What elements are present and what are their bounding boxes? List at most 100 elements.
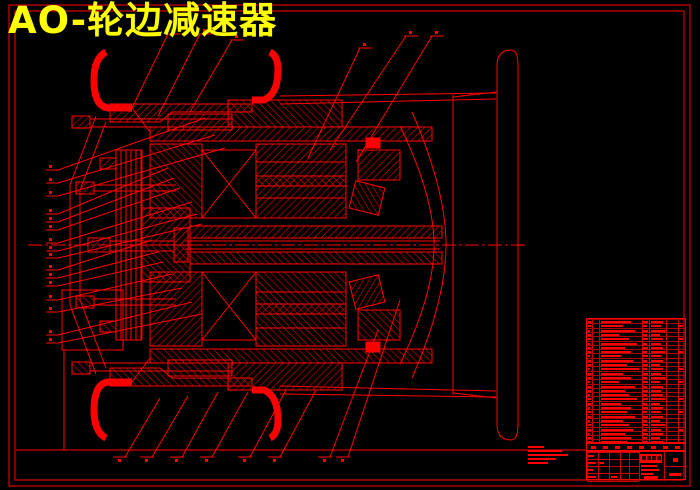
balloon-number <box>49 209 52 212</box>
balloon-number <box>49 253 52 256</box>
grid-line <box>664 466 687 467</box>
bom-row[interactable] <box>587 392 685 397</box>
bom-cell-text <box>651 333 660 336</box>
bom-cell-text <box>601 346 625 349</box>
balloon-number <box>49 307 52 310</box>
bom-row[interactable] <box>587 383 685 388</box>
bom-cell-text <box>643 411 647 414</box>
bom-cell-text <box>679 338 683 341</box>
sheet-border <box>8 4 691 487</box>
bom-cell-text <box>588 372 591 375</box>
bom-cell-text <box>588 432 590 435</box>
bom-row[interactable] <box>587 357 685 362</box>
bom-row[interactable] <box>587 323 685 328</box>
bom-row[interactable] <box>587 374 685 379</box>
bom-cell-text <box>651 428 661 431</box>
balloon-number <box>49 273 52 276</box>
leader-line <box>57 213 198 252</box>
parts-list-table[interactable] <box>586 318 686 444</box>
bom-cell-text <box>601 394 629 397</box>
drawing-name-cell[interactable] <box>640 454 662 463</box>
bom-cell-text <box>588 407 590 409</box>
bom-row[interactable] <box>587 344 685 349</box>
bom-row[interactable] <box>587 435 685 440</box>
bom-row[interactable] <box>587 430 685 435</box>
leader-line <box>124 397 161 458</box>
bom-row[interactable] <box>587 387 685 392</box>
bom-cell-text <box>643 419 647 422</box>
bom-row[interactable] <box>587 319 685 323</box>
bom-row[interactable] <box>587 366 685 371</box>
bom-row[interactable] <box>587 409 685 414</box>
bom-row[interactable] <box>587 379 685 384</box>
axle-tube-wall <box>189 225 443 239</box>
brake-caliper-outline <box>61 289 124 351</box>
bom-cell-text <box>601 415 635 418</box>
bom-row[interactable] <box>587 417 685 422</box>
balloon-number <box>341 459 344 462</box>
bom-cell-text <box>651 402 660 405</box>
bom-row[interactable] <box>587 439 685 444</box>
bom-row[interactable] <box>587 336 685 341</box>
bom-cell-text <box>651 321 663 323</box>
bom-row[interactable] <box>587 340 685 345</box>
bom-row[interactable] <box>587 349 685 354</box>
bom-row[interactable] <box>587 396 685 401</box>
stud-bolt <box>71 115 91 129</box>
leader-line <box>157 33 201 117</box>
bom-cell-text <box>601 355 621 358</box>
bom-cell-text <box>643 355 648 358</box>
bom-cell-text <box>651 376 665 379</box>
balloon-number <box>49 295 52 298</box>
bom-cell-text <box>643 415 648 418</box>
bom-cell-text <box>588 419 590 422</box>
bom-row[interactable] <box>587 370 685 375</box>
drawing-title: AO-轮边减速器 <box>8 0 278 42</box>
bom-cell-text <box>588 338 591 341</box>
leader-line <box>57 273 173 301</box>
bom-cell-text <box>651 389 661 392</box>
bom-row[interactable] <box>587 353 685 358</box>
balloon-number <box>49 191 52 194</box>
bom-cell-text <box>651 346 663 349</box>
balloon-number <box>49 225 52 228</box>
bom-cell-text <box>601 441 627 444</box>
bom-cell-text <box>643 428 647 431</box>
leader-line <box>57 239 153 271</box>
bom-cell-text <box>643 342 647 345</box>
leader-line <box>329 35 407 151</box>
bom-row[interactable] <box>587 331 685 336</box>
bom-cell-text <box>601 437 631 440</box>
bom-cell-text <box>601 389 625 392</box>
balloon-number <box>49 265 52 268</box>
bom-header-cell <box>603 446 608 449</box>
bom-row[interactable] <box>587 426 685 431</box>
bom-cell-text <box>679 368 683 371</box>
bom-cell-text <box>679 428 683 431</box>
bom-cell-text <box>643 364 648 366</box>
leader-line <box>189 39 233 113</box>
rim-flange-right <box>252 48 282 104</box>
title-block[interactable] <box>586 451 687 482</box>
bom-row[interactable] <box>587 400 685 405</box>
bom-cell-text <box>679 325 683 328</box>
bom-cell-text <box>651 419 660 422</box>
bom-row[interactable] <box>587 422 685 427</box>
leader-line <box>329 329 379 458</box>
balloon-number <box>243 459 246 462</box>
bom-cell-text <box>601 351 631 354</box>
bom-row[interactable] <box>587 362 685 366</box>
balloon-number <box>49 238 52 241</box>
bom-row[interactable] <box>587 405 685 409</box>
bom-column-divider <box>678 319 679 444</box>
bom-row[interactable] <box>587 327 685 332</box>
bom-cell-text <box>651 385 663 388</box>
bom-cell-text <box>643 372 648 375</box>
bom-row[interactable] <box>587 413 685 418</box>
bom-cell-text <box>601 419 623 422</box>
bom-cell-text <box>679 381 683 384</box>
axle-housing-curve <box>411 111 447 246</box>
leader-line <box>347 299 401 458</box>
